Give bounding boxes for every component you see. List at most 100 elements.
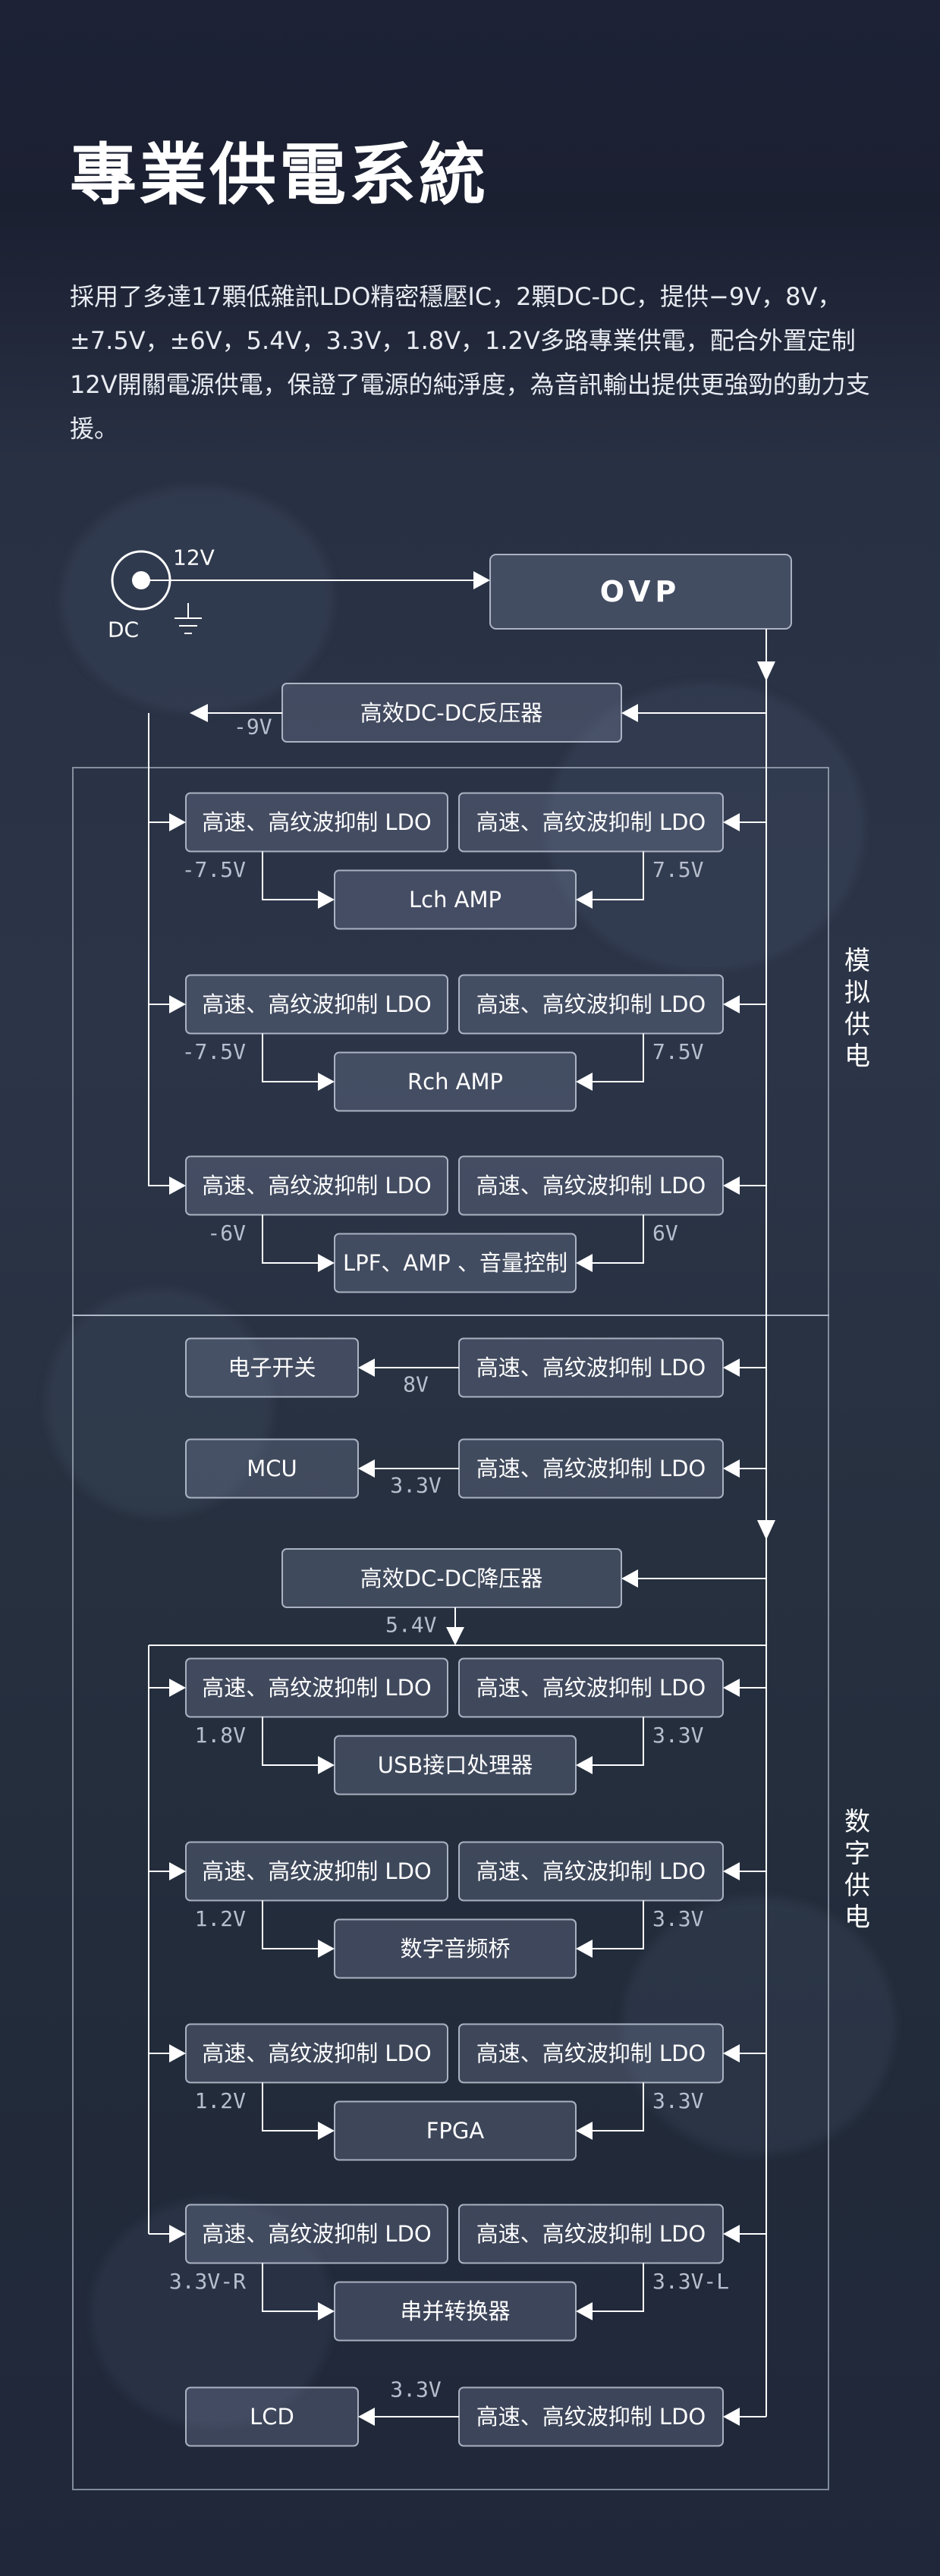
bottom-single-1-voltage: 3.3V <box>390 2377 442 2402</box>
arrow-left-icon <box>576 1940 593 1958</box>
dcdc-buck-block <box>281 1548 622 1608</box>
wire <box>591 1214 644 1264</box>
digital-group-3-ldo-right-label: 高速、高纹波抑制 LDO <box>476 2040 706 2066</box>
digital-group-1-ldo-left-label: 高速、高纹波抑制 LDO <box>202 1675 432 1701</box>
arrow-left-icon <box>358 1359 375 1377</box>
background-blob <box>61 485 334 713</box>
top-single-2-voltage: 3.3V <box>390 1473 442 1498</box>
ovp-label: OVP <box>600 575 681 608</box>
analog-group-2-left-voltage: -7.5V <box>182 1039 246 1064</box>
digital-group-1-right-voltage: 3.3V <box>652 1723 704 1748</box>
arrow-left-icon <box>723 1679 740 1697</box>
arrow-right-icon <box>169 1176 186 1195</box>
top-single-2-load-label: MCU <box>247 1456 297 1481</box>
digital-group-4-ldo-right-label: 高速、高纹波抑制 LDO <box>476 2221 706 2247</box>
background-blob <box>546 683 865 971</box>
arrow-right-icon <box>318 2302 335 2320</box>
digital-group-1-left-voltage: 1.8V <box>195 1723 247 1748</box>
wire <box>591 2263 644 2312</box>
digital-group-3-ldo-left-label: 高速、高纹波抑制 LDO <box>202 2040 432 2066</box>
arrow-right-icon <box>169 1862 186 1880</box>
wire <box>262 1033 319 1082</box>
dcdc-buck-output-voltage: 5.4V <box>385 1613 437 1638</box>
digital-group-3-right-voltage: 3.3V <box>652 2088 704 2113</box>
dcdc-inverter-label: 高效DC-DC反压器 <box>360 700 543 726</box>
arrow-left-icon <box>723 1862 740 1880</box>
dcdc-inverter-output-voltage: -9V <box>234 715 272 740</box>
dc-label: DC <box>108 617 139 642</box>
intro-paragraph: 採用了多達17顆低雜訊LDO精密穩壓IC，2顆DC-DC，提供−9V，8V，±7… <box>70 282 870 443</box>
wire <box>262 1717 319 1766</box>
arrow-left-icon <box>723 995 740 1013</box>
wire <box>591 851 644 900</box>
digital-section-frame <box>72 1315 829 2490</box>
arrow-right-icon <box>318 1073 335 1091</box>
arrow-right-icon <box>318 2122 335 2140</box>
bottom-single-1-ldo-label: 高速、高纹波抑制 LDO <box>476 2404 706 2430</box>
dcdc-buck-label: 高效DC-DC降压器 <box>360 1566 543 1591</box>
arrow-left-icon <box>576 1254 593 1272</box>
analog-group-1-ldo-left-label: 高速、高纹波抑制 LDO <box>202 809 432 835</box>
arrow-left-icon <box>576 2302 593 2320</box>
analog-group-3-ldo-left-label: 高速、高纹波抑制 LDO <box>202 1173 432 1198</box>
analog-group-3-ldo-right-label: 高速、高纹波抑制 LDO <box>476 1173 706 1198</box>
wire <box>262 1214 319 1264</box>
arrow-right-icon <box>318 1756 335 1774</box>
digital-group-4-load-label: 串并转换器 <box>400 2298 510 2324</box>
analog-group-1-ldo-right-label: 高速、高纹波抑制 LDO <box>476 809 706 835</box>
arrow-left-icon <box>576 1756 593 1774</box>
arrow-right-icon <box>169 2044 186 2062</box>
page-title: 專業供電系統 <box>70 136 489 214</box>
arrow-left-icon <box>576 891 593 909</box>
digital-group-3-left-voltage: 1.2V <box>195 2088 247 2113</box>
wire <box>591 1033 644 1082</box>
wire <box>591 2082 644 2131</box>
wire <box>262 1900 319 1949</box>
background-blob <box>622 1896 895 2154</box>
digital-group-4-ldo-left-label: 高速、高纹波抑制 LDO <box>202 2221 432 2247</box>
digital-group-4-right-voltage: 3.3V-L <box>652 2269 729 2294</box>
wire <box>262 2263 319 2312</box>
digital-group-4-left-voltage: 3.3V-R <box>169 2269 246 2294</box>
analog-group-3-left-voltage: -6V <box>207 1220 246 1246</box>
arrow-left-icon <box>723 1459 740 1478</box>
arrow-right-icon <box>169 1679 186 1697</box>
arrow-left-icon <box>576 2122 593 2140</box>
digital-group-2-ldo-right-label: 高速、高纹波抑制 LDO <box>476 1858 706 1884</box>
analog-group-3-load-label: LPF、AMP 、音量控制 <box>343 1250 567 1276</box>
wire <box>262 2082 319 2131</box>
arrow-right-icon <box>169 995 186 1013</box>
background-blob <box>46 1290 273 1517</box>
analog-group-2-right-voltage: 7.5V <box>652 1039 704 1064</box>
wire <box>591 1717 644 1766</box>
digital-section-label: 数字供电 <box>844 1807 870 1933</box>
analog-group-3-right-voltage: 6V <box>652 1220 678 1246</box>
analog-group-2-ldo-right-label: 高速、高纹波抑制 LDO <box>476 991 706 1017</box>
digital-group-1-ldo-right-label: 高速、高纹波抑制 LDO <box>476 1675 706 1701</box>
analog-group-1-left-voltage: -7.5V <box>182 857 246 882</box>
arrow-left-icon <box>723 2408 740 2426</box>
analog-group-2-ldo-left-label: 高速、高纹波抑制 LDO <box>202 991 432 1017</box>
arrow-right-icon <box>318 891 335 909</box>
digital-group-2-left-voltage: 1.2V <box>195 1906 247 1931</box>
bottom-single-1-load-label: LCD <box>250 2404 294 2430</box>
background-blob <box>91 2200 334 2427</box>
analog-group-1-right-voltage: 7.5V <box>652 857 704 882</box>
analog-section-label: 模拟供电 <box>844 946 870 1072</box>
svg-text:模拟供电: 模拟供电 <box>844 946 870 1072</box>
arrow-left-icon <box>576 1073 593 1091</box>
digital-group-2-load-label: 数字音频桥 <box>400 1936 510 1962</box>
arrow-left-icon <box>723 2044 740 2062</box>
top-single-1-load-label: 电子开关 <box>228 1355 316 1381</box>
digital-group-3-load-label: FPGA <box>426 2118 485 2144</box>
arrow-right-icon <box>318 1940 335 1958</box>
top-single-2-ldo-label: 高速、高纹波抑制 LDO <box>476 1456 706 1481</box>
top-single-1-voltage: 8V <box>403 1372 429 1397</box>
ovp-block <box>489 554 792 630</box>
digital-group-2-ldo-left-label: 高速、高纹波抑制 LDO <box>202 1858 432 1884</box>
digital-group-2-right-voltage: 3.3V <box>652 1906 704 1931</box>
wire <box>591 1900 644 1949</box>
arrow-left-icon <box>358 2408 375 2426</box>
analog-group-1-load-label: Lch AMP <box>409 887 501 913</box>
